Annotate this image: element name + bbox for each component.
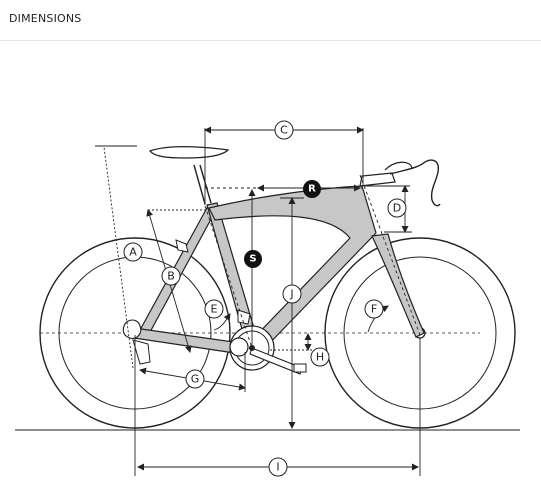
svg-text:A: A (129, 246, 137, 259)
handlebar (359, 159, 441, 207)
callout-d: D (387, 198, 407, 218)
dimension-lines (95, 126, 421, 476)
bottom-bracket-marker (249, 345, 255, 351)
callout-r: R (303, 180, 321, 198)
svg-text:B: B (167, 270, 175, 283)
callout-c: C (274, 120, 294, 140)
callout-e: E (204, 299, 224, 319)
callout-h: H (310, 347, 330, 367)
header-divider (0, 40, 541, 41)
svg-text:F: F (371, 303, 377, 316)
svg-text:R: R (308, 184, 316, 195)
svg-text:E: E (211, 303, 218, 316)
svg-text:S: S (249, 254, 256, 265)
svg-text:H: H (316, 351, 324, 364)
callout-j: J (282, 284, 302, 304)
svg-text:J: J (289, 288, 293, 301)
callout-i: I (268, 457, 288, 477)
saddle (148, 146, 230, 205)
svg-text:D: D (393, 202, 401, 215)
svg-text:G: G (191, 373, 200, 386)
callout-g: G (185, 369, 205, 389)
callout-b: B (161, 266, 181, 286)
svg-text:C: C (280, 124, 288, 137)
callout-f: F (364, 299, 384, 319)
section-title: DIMENSIONS (9, 12, 82, 25)
svg-text:I: I (276, 461, 279, 474)
callout-s: S (244, 250, 262, 268)
callout-a: A (123, 242, 143, 262)
section-header: DIMENSIONS (0, 0, 541, 41)
